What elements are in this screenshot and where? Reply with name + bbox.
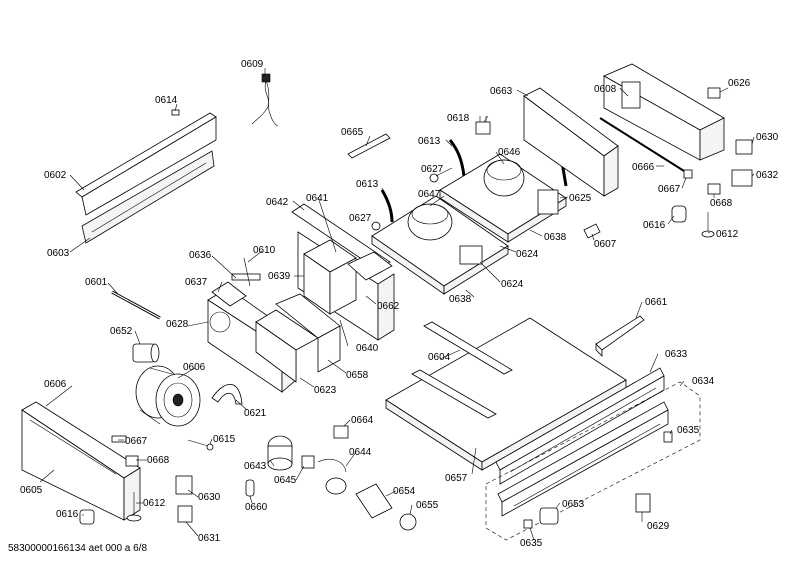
- document-reference: 58300000166134 aet 000 a 6/8: [8, 543, 147, 554]
- callout-0628: 0628: [166, 319, 189, 330]
- callout-0662: 0662: [377, 301, 400, 312]
- callout-0624-upper: 0624: [516, 249, 539, 260]
- callout-0627-left: 0627: [349, 213, 372, 224]
- part-rod-0601: [111, 290, 161, 320]
- part-upper-plate-0624: [439, 153, 567, 243]
- callout-0610: 0610: [253, 245, 276, 256]
- callout-0624-lower: 0624: [501, 279, 524, 290]
- part-control-housing-0608: [599, 63, 725, 177]
- part-cylinder-0652: [132, 343, 160, 363]
- callout-0652: 0652: [110, 326, 133, 337]
- callout-0608: 0608: [594, 84, 617, 95]
- callout-0604: 0604: [428, 352, 451, 363]
- callout-0630-right: 0630: [756, 132, 779, 143]
- part-frames-0623-0658: [255, 293, 341, 383]
- callout-0618: 0618: [447, 113, 470, 124]
- callout-0640: 0640: [356, 343, 379, 354]
- callout-0639: 0639: [268, 271, 291, 282]
- part-0607: [583, 223, 601, 239]
- callout-0603: 0603: [47, 248, 70, 259]
- callout-0638-lower: 0638: [449, 294, 472, 305]
- part-bracket-0665: [347, 133, 391, 159]
- part-base-plate-0638: [371, 195, 509, 295]
- callout-0612-left: 0612: [143, 498, 166, 509]
- callout-0658: 0658: [346, 370, 369, 381]
- callout-0633: 0633: [665, 349, 688, 360]
- callout-0663: 0663: [490, 86, 513, 97]
- callout-0643: 0643: [244, 461, 267, 472]
- callout-0661: 0661: [645, 297, 668, 308]
- part-small-parts-lower-center: [267, 425, 417, 531]
- callout-0601: 0601: [85, 277, 108, 288]
- part-back-panel-0663: [523, 87, 619, 197]
- callout-0630-left: 0630: [198, 492, 221, 503]
- callout-0612-right: 0612: [716, 229, 739, 240]
- callout-0645: 0644: [349, 447, 372, 458]
- callout-0627-right: 0627: [421, 164, 444, 175]
- callout-0607: 0607: [594, 239, 617, 250]
- callout-0668-left: 0668: [147, 455, 170, 466]
- callout-0653: 0653: [562, 499, 585, 510]
- part-clip-0614: [171, 109, 180, 116]
- callout-0664: 0664: [351, 415, 374, 426]
- callout-0667-right: 0667: [658, 184, 681, 195]
- callout-0615: 0615: [213, 434, 236, 445]
- callout-0605: 0605: [20, 485, 43, 496]
- callout-0609: 0609: [241, 59, 264, 70]
- part-grille-0633: [495, 367, 665, 485]
- callout-0638-upper: 0638: [544, 232, 567, 243]
- callout-0666: 0666: [632, 162, 655, 173]
- callout-labels: 0614 0609 0602 0603 0601 0652 0628 0636 …: [20, 59, 779, 549]
- part-side-panel-0605: [21, 401, 141, 521]
- callout-0665: 0665: [341, 127, 364, 138]
- part-small-parts-lower-left: [79, 435, 193, 525]
- callout-0636: 0636: [189, 250, 212, 261]
- callout-0606-fan: 0606: [183, 362, 206, 373]
- callout-0667-left: 0667: [125, 436, 148, 447]
- callout-0626: 0626: [728, 78, 751, 89]
- callout-0660: 0660: [245, 502, 268, 513]
- part-bracket-0629: [635, 493, 651, 513]
- part-power-cord-0609: [251, 73, 279, 127]
- part-panel-0602: [75, 112, 217, 244]
- callout-0613-right: 0613: [418, 136, 441, 147]
- callout-0621: 0621: [244, 408, 267, 419]
- callout-0629: 0629: [647, 521, 670, 532]
- callout-0625: 0625: [569, 193, 592, 204]
- part-small-parts-right: [671, 87, 753, 238]
- part-bottom-tray-0657: [385, 317, 627, 471]
- callout-0616-right: 0616: [643, 220, 666, 231]
- callout-0635-right: 0635: [677, 425, 700, 436]
- callout-0657: 0657: [445, 473, 468, 484]
- callout-0606-panel: 0606: [44, 379, 67, 390]
- callout-0613-left: 0613: [356, 179, 379, 190]
- callout-0642: 0642: [266, 197, 289, 208]
- callout-0641: 0641: [306, 193, 329, 204]
- callout-0614: 0614: [155, 95, 178, 106]
- callout-0654: 0646: [498, 147, 521, 158]
- callout-0631: 0631: [198, 533, 221, 544]
- callout-0647: 0655: [416, 500, 439, 511]
- callout-0646: 0654: [393, 486, 416, 497]
- part-evaporator-box: [291, 203, 395, 341]
- callout-0668-right: 0668: [710, 198, 733, 209]
- callout-0644: 0645: [274, 475, 297, 486]
- leader-lines: [39, 68, 755, 541]
- part-small-parts-mid-left: [187, 384, 255, 497]
- callout-0602: 0602: [44, 170, 67, 181]
- callout-0632: 0632: [756, 170, 779, 181]
- callout-0634: 0634: [692, 376, 715, 387]
- callout-0635-left: 0635: [520, 538, 543, 549]
- callout-0655: 0647: [418, 189, 441, 200]
- part-fan-motor-0606: [135, 365, 201, 427]
- callout-0623: 0623: [314, 385, 337, 396]
- part-bracket-0661: [595, 315, 645, 357]
- callout-0637: 0637: [185, 277, 208, 288]
- part-tubes-0613: [371, 139, 466, 231]
- part-grille-assembly-0634: [485, 381, 701, 541]
- callout-0616-left: 0616: [56, 509, 79, 520]
